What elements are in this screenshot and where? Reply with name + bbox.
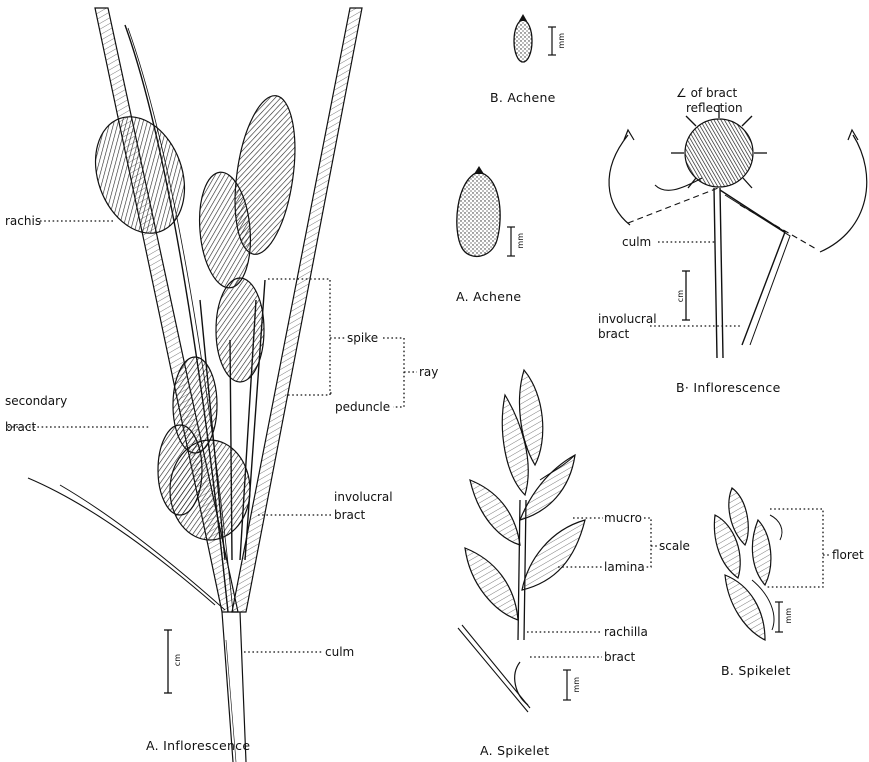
b-spikelet-leaders	[765, 509, 830, 587]
scale-label-mm-b-spikelet: mm	[784, 608, 793, 624]
caption-b-spikelet: B. Spikelet	[721, 663, 791, 678]
b-inflorescence-leaders	[650, 242, 740, 326]
caption-a-inflorescence: A. Inflorescence	[146, 738, 250, 753]
label-peduncle: peduncle	[335, 400, 390, 414]
scale-label-mm-a-spikelet: mm	[572, 677, 581, 693]
caption-a-spikelet: A. Spikelet	[480, 743, 549, 758]
a-achene-scale	[507, 227, 515, 256]
label-culm-a: culm	[325, 645, 354, 659]
label-involucral-bract-a-line1: involucral	[334, 490, 393, 504]
scale-label-cm-a: cm	[173, 654, 182, 666]
label-lamina: lamina	[604, 560, 645, 574]
a-spikelet-drawing	[458, 370, 585, 712]
scale-label-mm-b-achene: mm	[557, 33, 566, 49]
b-spikelet-scale	[775, 602, 783, 632]
scale-label-cm-b: cm	[676, 290, 685, 302]
label-involucral-bract-b-line1: involucral	[598, 312, 657, 326]
label-secondary-bract-line2: bract	[5, 420, 36, 434]
label-rachilla: rachilla	[604, 625, 648, 639]
caption-a-achene: A. Achene	[456, 289, 521, 304]
label-bract-reflection-line1: ∠ of bract	[676, 86, 737, 100]
label-bract-spikelet: bract	[604, 650, 635, 664]
b-achene-drawing	[514, 14, 532, 62]
label-ray: ray	[419, 365, 438, 379]
b-spikelet-drawing	[714, 488, 782, 640]
caption-b-inflorescence: B· Inflorescence	[676, 380, 781, 395]
label-mucro: mucro	[604, 511, 642, 525]
label-culm-b: culm	[622, 235, 651, 249]
label-involucral-bract-b-line2: bract	[598, 327, 629, 341]
label-bract-reflection-line2: reflection	[686, 101, 743, 115]
caption-b-achene: B. Achene	[490, 90, 556, 105]
label-spike: spike	[347, 331, 378, 345]
a-cm-scale	[164, 630, 172, 693]
a-inflorescence-drawing	[28, 8, 362, 762]
scale-label-mm-a-achene: mm	[516, 233, 525, 249]
label-scale: scale	[659, 539, 690, 553]
label-involucral-bract-a-line2: bract	[334, 508, 365, 522]
a-achene-drawing	[457, 166, 500, 256]
label-secondary-bract-line1: secondary	[5, 394, 67, 408]
label-floret: floret	[832, 548, 864, 562]
a-spikelet-scale	[563, 670, 571, 700]
label-rachis: rachis	[5, 214, 41, 228]
b-achene-scale	[548, 27, 556, 55]
